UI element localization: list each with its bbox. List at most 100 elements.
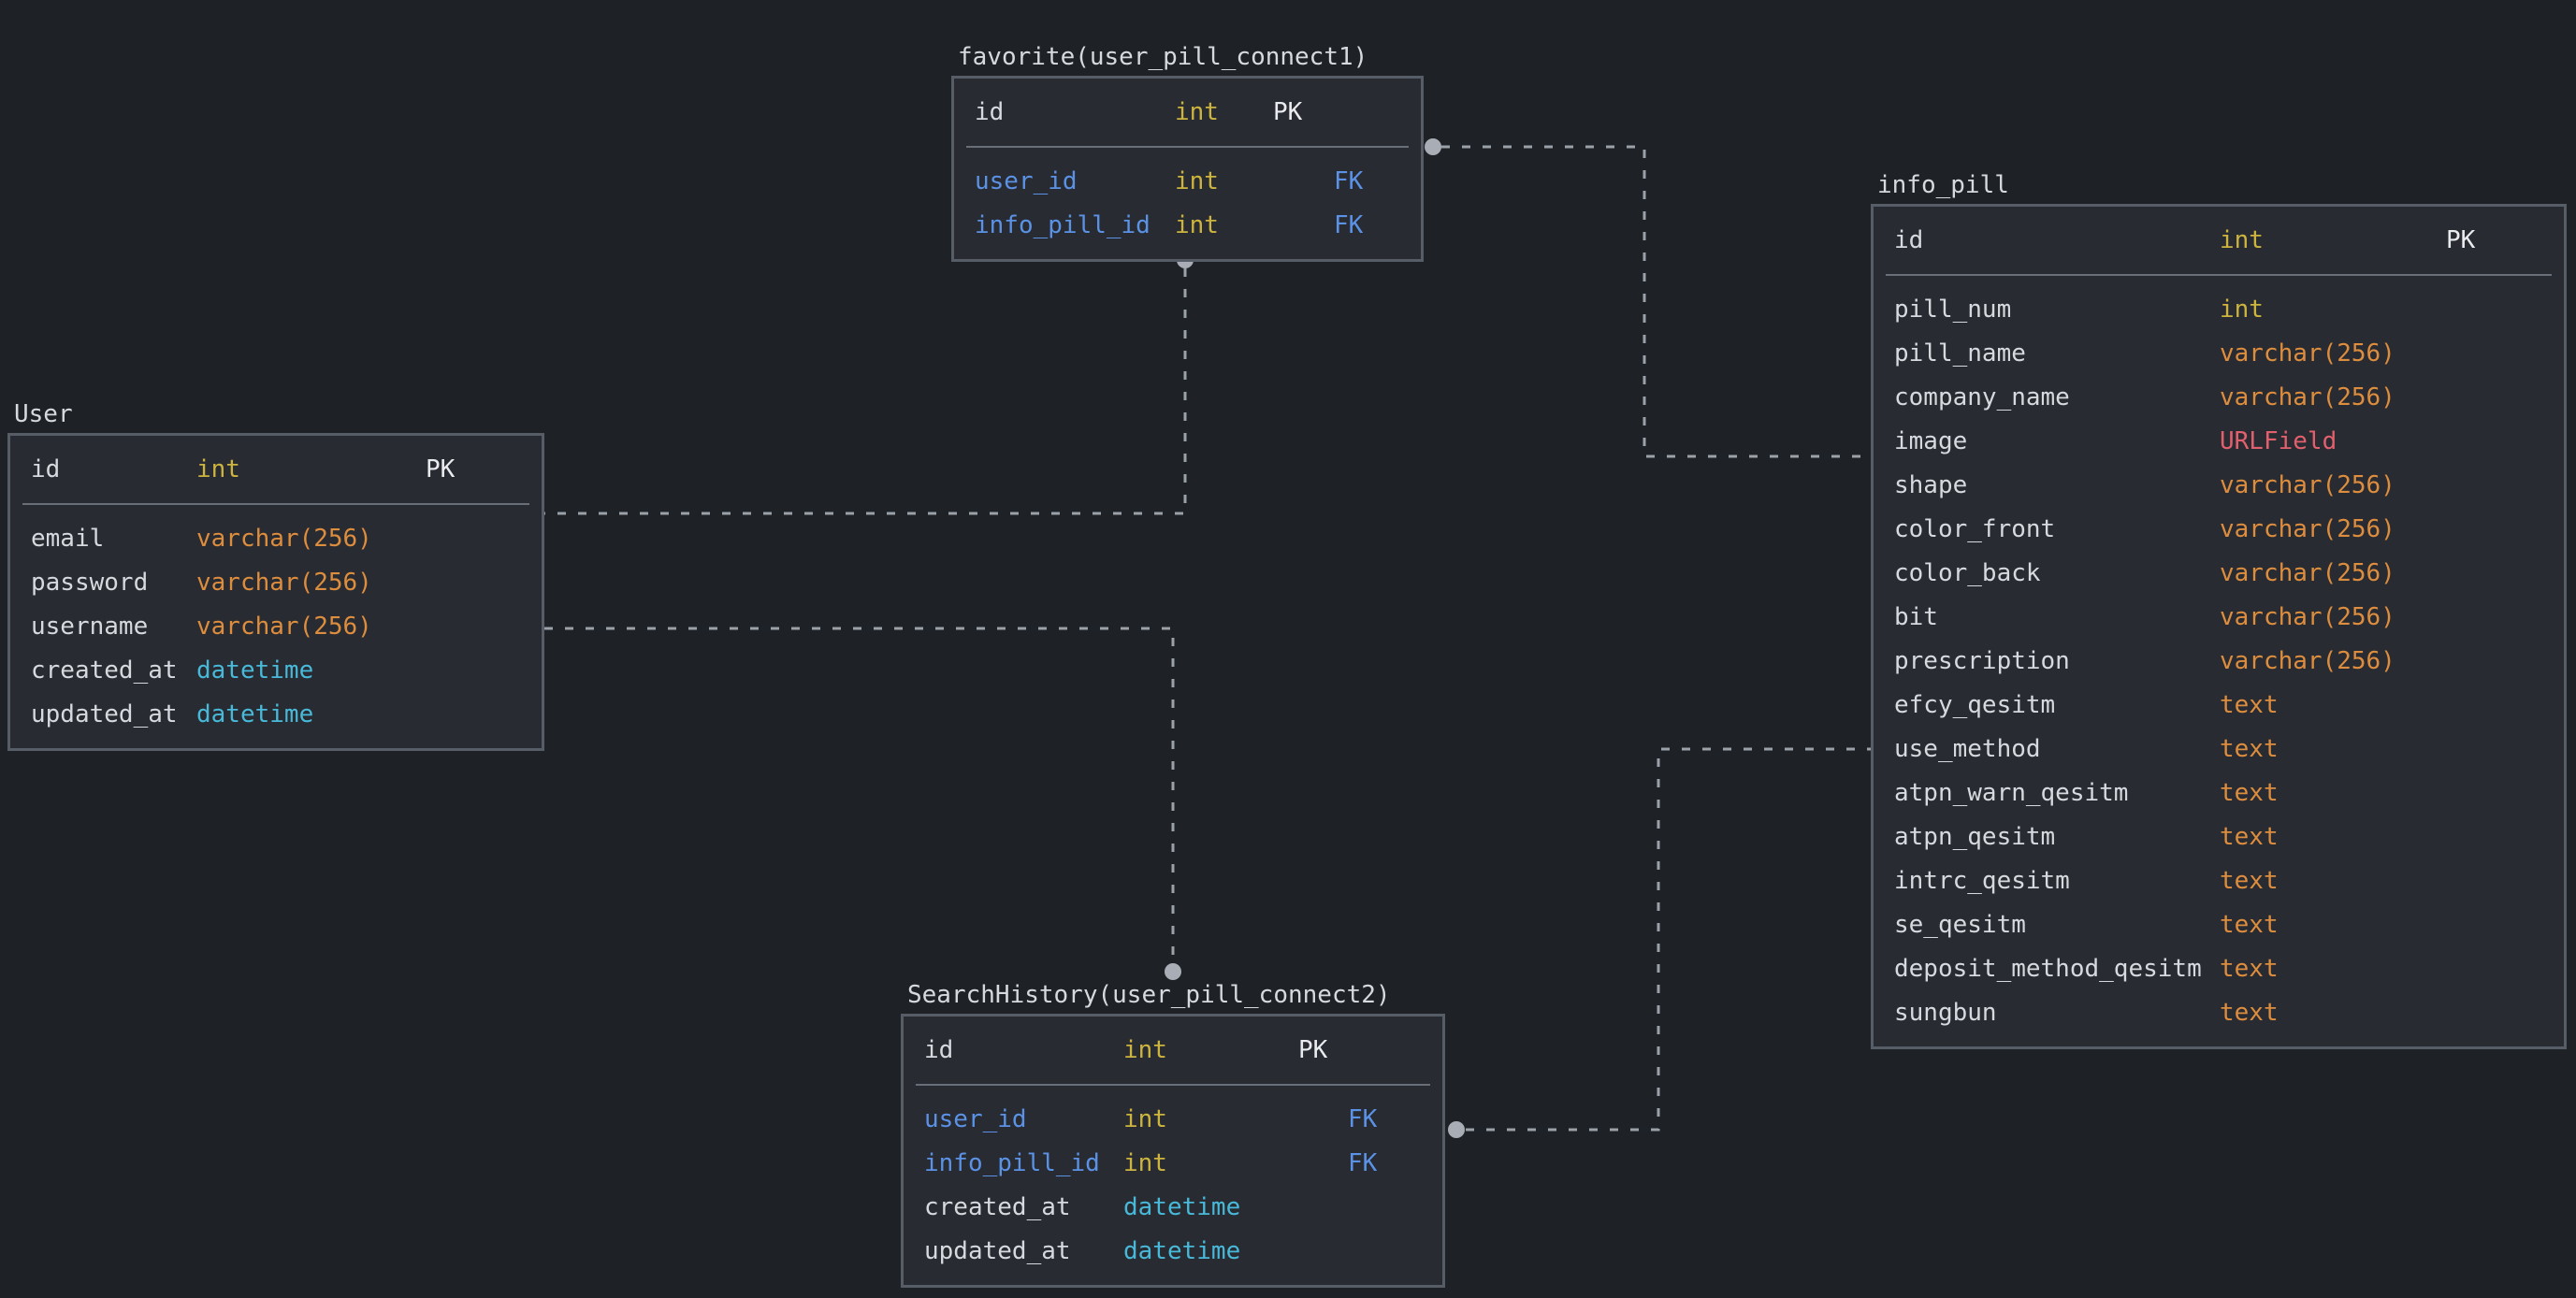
field-name: color_front [1894,515,2056,543]
table-row[interactable]: pill_name varchar(256) [1874,332,2564,376]
table-row[interactable]: user_id int FK [954,160,1421,204]
table-row[interactable]: efcy_qesitm text [1874,684,2564,728]
field-type: int [196,455,240,483]
field-name: atpn_qesitm [1894,823,2056,851]
field-name: id [975,98,1005,126]
field-name: se_qesitm [1894,911,2026,939]
field-name: created_at [924,1193,1071,1221]
field-key-fk: FK [1334,167,1364,195]
table-row[interactable]: color_front varchar(256) [1874,508,2564,552]
field-type: varchar(256) [2220,559,2395,587]
field-key-pk: PK [1273,98,1303,126]
field-name: user_id [924,1105,1027,1133]
table-header-row[interactable]: id int PK [10,436,542,503]
field-name: user_id [975,167,1078,195]
table-title: info_pill [1877,171,2009,199]
table-body: email varchar(256) password varchar(256) use… [10,505,542,748]
field-type: text [2220,999,2279,1027]
table-row[interactable]: sungbun text [1874,991,2564,1035]
field-type: int [1175,167,1219,195]
field-type: varchar(256) [196,525,372,553]
field-type: text [2220,735,2279,763]
field-type: text [2220,823,2279,851]
field-type: text [2220,955,2279,983]
table-row[interactable]: bit varchar(256) [1874,596,2564,640]
field-name: updated_at [924,1237,1071,1265]
field-key-fk: FK [1348,1149,1378,1177]
field-name: id [1894,226,1924,254]
field-type: int [1123,1149,1167,1177]
table-body: user_id int FK info_pill_id int FK [954,148,1421,259]
field-type: varchar(256) [196,569,372,597]
field-name: username [31,613,149,641]
table-row[interactable]: se_qesitm text [1874,903,2564,947]
field-type: text [2220,779,2279,807]
field-name: sungbun [1894,999,1997,1027]
header-separator [966,146,1409,148]
connection-line-searchhistory-to-info_pill [1466,747,1871,1132]
field-name: id [31,455,61,483]
table-row[interactable]: atpn_qesitm text [1874,815,2564,859]
field-name: color_back [1894,559,2041,587]
field-type: text [2220,911,2279,939]
field-type: varchar(256) [2220,471,2395,499]
table-row[interactable]: password varchar(256) [10,561,542,605]
table-card-user[interactable]: User id int PK email varchar(256) password varc… [7,400,544,751]
field-name: bit [1894,603,1938,631]
field-type: varchar(256) [2220,383,2395,411]
field-name: password [31,569,149,597]
table-row[interactable]: atpn_warn_qesitm text [1874,772,2564,815]
field-type: int [1175,211,1219,239]
field-name: prescription [1894,647,2070,675]
field-type: URLField [2220,427,2337,455]
field-key-pk: PK [2446,226,2476,254]
field-type: varchar(256) [2220,515,2395,543]
field-name: pill_name [1894,339,2026,368]
field-key-fk: FK [1348,1105,1378,1133]
table-title: favorite(user_pill_connect1) [958,43,1368,71]
field-name: info_pill_id [975,211,1151,239]
header-separator [22,503,529,505]
connection-dot [1165,963,1181,980]
field-name: efcy_qesitm [1894,691,2056,719]
field-type: text [2220,691,2279,719]
field-type: text [2220,867,2279,895]
header-separator [916,1084,1430,1086]
field-name: atpn_warn_qesitm [1894,779,2129,807]
field-name: email [31,525,105,553]
field-key-pk: PK [426,455,456,483]
field-name: pill_num [1894,296,2012,324]
table-row[interactable]: email varchar(256) [10,517,542,561]
header-separator [1886,274,2552,276]
field-type: varchar(256) [2220,339,2395,368]
field-type: varchar(256) [2220,603,2395,631]
table-row[interactable]: color_back varchar(256) [1874,552,2564,596]
table-title: User [14,400,73,428]
connection-dot [1425,138,1441,155]
